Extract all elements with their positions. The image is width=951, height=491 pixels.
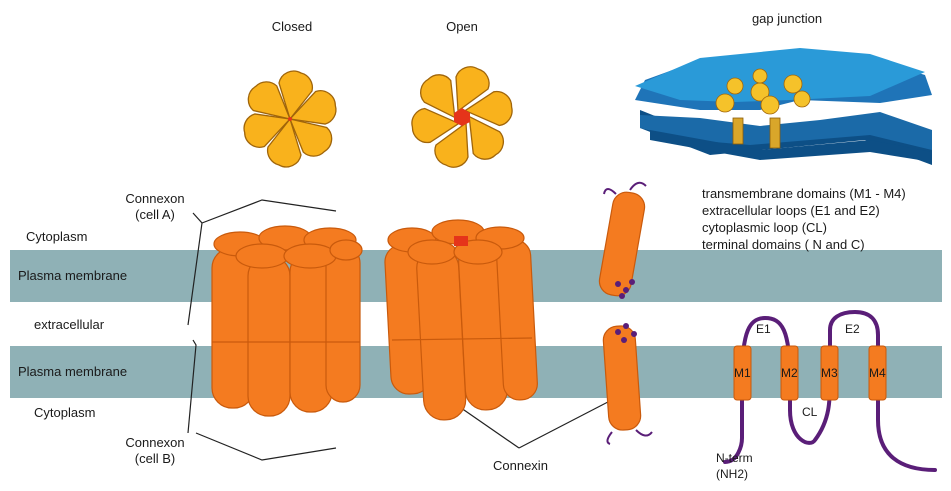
plasma-membrane-bottom-label: Plasma membrane (18, 364, 127, 380)
cytoplasm-top-label: Cytoplasm (26, 229, 87, 245)
closed-connexon-stack (212, 226, 362, 416)
legend-item: transmembrane domains (M1 - M4) (702, 185, 906, 202)
legend-item: cytoplasmic loop (CL) (702, 219, 906, 236)
m3-label: M3 (821, 365, 838, 381)
open-connexon-stack (384, 220, 538, 421)
legend-item: extracellular loops (E1 and E2) (702, 202, 906, 219)
closed-connexon-top-view (237, 71, 342, 167)
gap-junction-title: gap junction (742, 11, 832, 27)
cytoplasm-bottom-label: Cytoplasm (34, 405, 95, 421)
e1-label: E1 (756, 321, 771, 337)
m1-label: M1 (734, 365, 751, 381)
closed-title: Closed (262, 19, 322, 35)
e2-label: E2 (845, 321, 860, 337)
connexin-legend: transmembrane domains (M1 - M4) extracel… (702, 185, 906, 253)
connexon-b-label: Connexon (cell B) (112, 435, 198, 467)
cl-label: CL (802, 404, 817, 420)
gap-junction-illustration (635, 48, 932, 165)
m2-label: M2 (781, 365, 798, 381)
connexon-a-label: Connexon (cell A) (112, 191, 198, 223)
open-connexon-top-view (405, 67, 519, 167)
open-title: Open (432, 19, 492, 35)
extracellular-label: extracellular (34, 317, 104, 333)
nterm-label: N-term (NH2) (716, 450, 753, 482)
plasma-membrane-top-label: Plasma membrane (18, 268, 127, 284)
closed-pore (288, 117, 292, 121)
connexin-label: Connexin (493, 458, 548, 474)
legend-item: terminal domains ( N and C) (702, 236, 906, 253)
m4-label: M4 (869, 365, 886, 381)
